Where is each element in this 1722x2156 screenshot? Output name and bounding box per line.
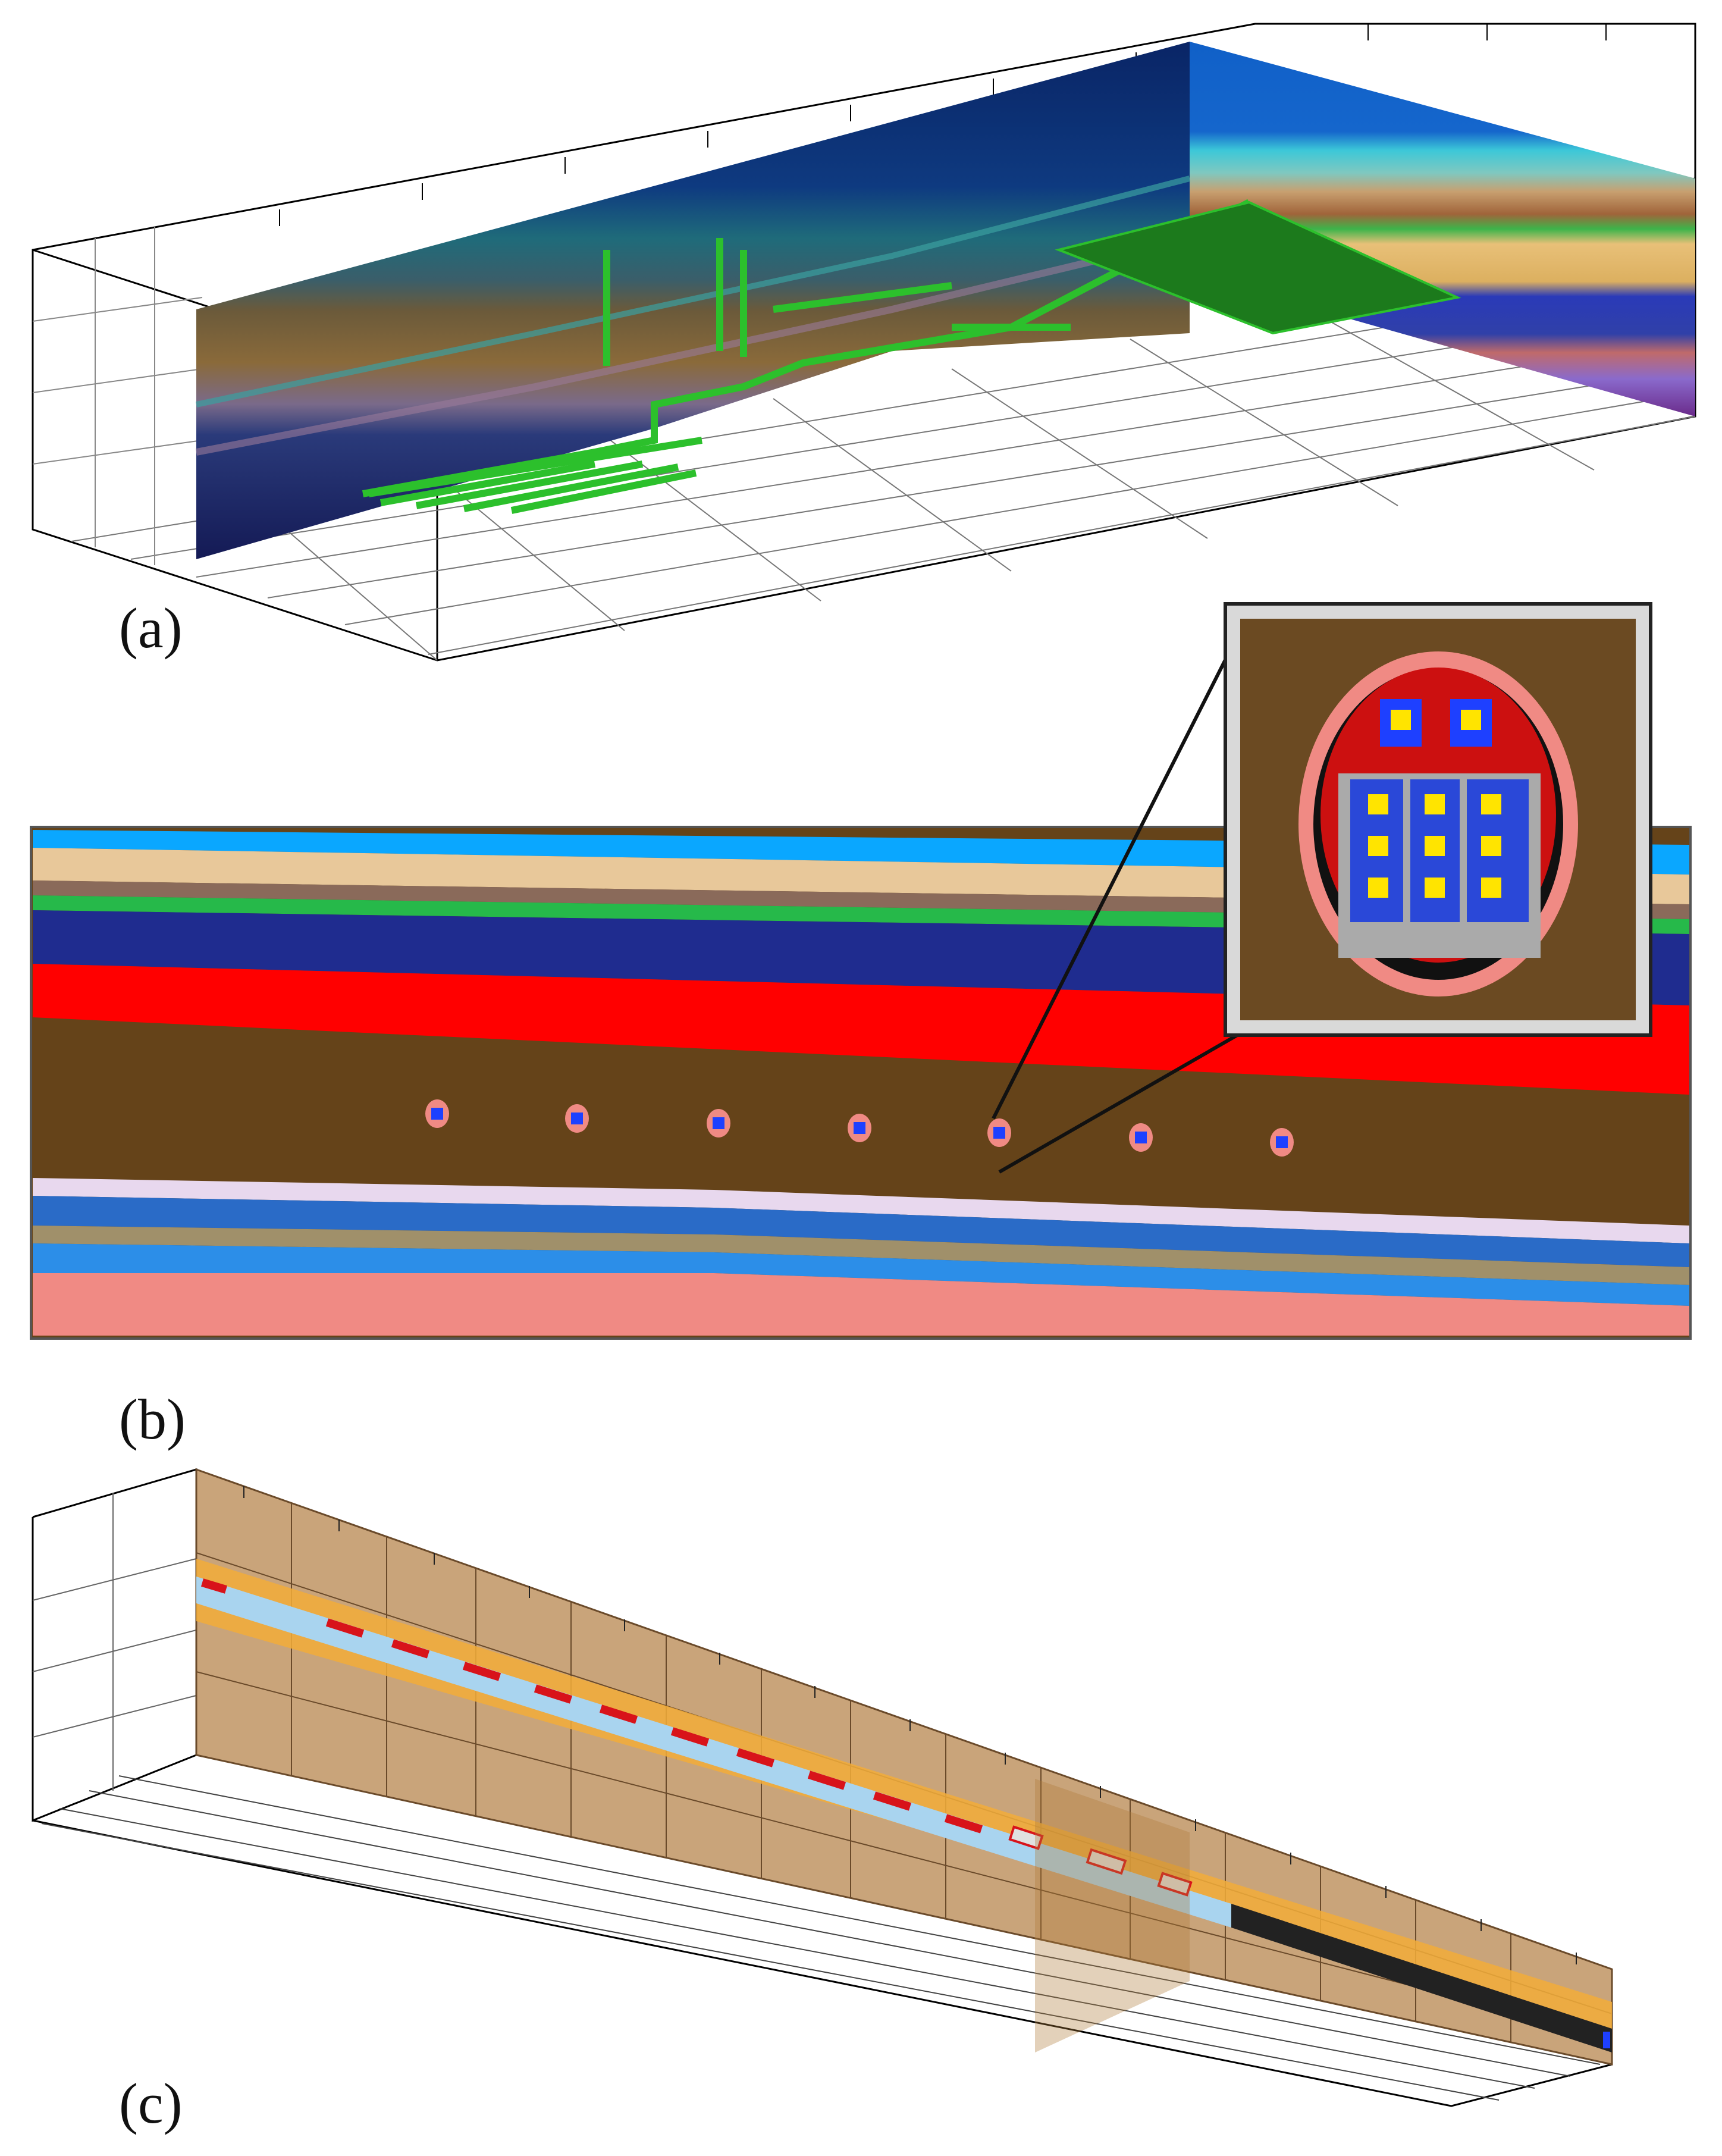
drift-marker	[1129, 1123, 1153, 1152]
panel-b-cross-section	[30, 602, 1692, 1340]
disposal-tunnel-network	[362, 199, 1251, 514]
left-wall-grid	[32, 226, 203, 565]
layer-pink	[33, 1273, 1689, 1336]
panel-label-a: (a)	[119, 596, 183, 660]
panel-c: (c)	[0, 1458, 1722, 2156]
canister-inset	[1224, 602, 1652, 1037]
top-edge-ticks	[243, 1486, 1577, 1964]
layer-sky-lower	[33, 1243, 1689, 1306]
geological-section-right	[1190, 42, 1695, 416]
section-plane	[1035, 1779, 1190, 2052]
access-tunnel	[1231, 1904, 1612, 2052]
callout-lines	[992, 612, 1251, 1174]
tunnel-end-marker	[1603, 2032, 1610, 2048]
emplacement-drifts	[425, 1099, 1294, 1157]
drift-marker	[987, 1118, 1011, 1147]
drift-marker	[1270, 1128, 1294, 1157]
panel-a: (a)	[0, 0, 1722, 672]
layer-blue	[33, 1196, 1689, 1267]
drift-marker	[707, 1109, 730, 1137]
buffer-band	[196, 1559, 1612, 2029]
layer-tan-lower	[33, 1226, 1689, 1285]
panel-a-3d-model	[32, 23, 1696, 662]
drift-marker	[848, 1114, 871, 1142]
layer-boundary	[195, 234, 1191, 456]
layer-boundary	[195, 176, 1191, 408]
left-wall-grid	[32, 1493, 197, 1791]
panel-b: (b)	[0, 595, 1722, 1458]
panel-label-b: (b)	[119, 1387, 186, 1451]
waste-packages	[200, 1578, 983, 1834]
drift-opening	[196, 1577, 1231, 1928]
drift-marker	[565, 1104, 589, 1133]
waste-packages-open	[1008, 1825, 1193, 1897]
repository-panel-grid	[1055, 200, 1461, 335]
panel-c-3d-drift	[32, 1468, 1613, 2107]
drift-marker	[425, 1099, 449, 1128]
layer-lavender	[33, 1178, 1689, 1243]
panel-label-c: (c)	[119, 2072, 183, 2135]
